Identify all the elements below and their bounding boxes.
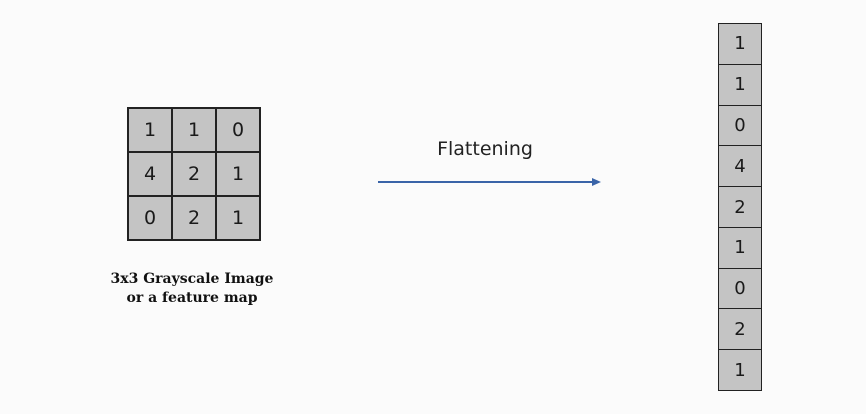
vector-cell-6: 1 — [719, 228, 761, 269]
matrix-cell-r1-c1: 1 — [128, 108, 172, 152]
matrix-caption: 3x3 Grayscale Image or a feature map — [92, 270, 292, 308]
vector-cell-4: 4 — [719, 146, 761, 188]
vector-cell-8: 2 — [719, 309, 761, 351]
matrix-cell-r1-c2: 1 — [172, 108, 216, 152]
caption-line-1: 3x3 Grayscale Image — [110, 271, 274, 287]
right-arrow-icon — [378, 178, 601, 186]
input-matrix: 1 1 0 4 2 1 0 2 1 — [127, 107, 261, 241]
flattened-vector: 1 1 0 4 2 1 0 2 1 — [718, 23, 762, 391]
matrix-cell-r3-c1: 0 — [128, 196, 172, 240]
matrix-cell-r3-c2: 2 — [172, 196, 216, 240]
vector-cell-5: 2 — [719, 187, 761, 228]
vector-cell-9: 1 — [734, 359, 746, 381]
vector-cell-2: 1 — [719, 65, 761, 106]
matrix-cell-r2-c1: 4 — [128, 152, 172, 196]
matrix-cell-r1-c3: 0 — [216, 108, 260, 152]
vector-cell-1: 1 — [719, 24, 761, 65]
matrix-cell-r2-c2: 2 — [172, 152, 216, 196]
matrix-cell-r3-c3: 1 — [216, 196, 260, 240]
matrix-cell-r2-c3: 1 — [216, 152, 260, 196]
vector-cell-3: 0 — [719, 106, 761, 147]
vector-cell-7: 0 — [719, 269, 761, 310]
flattening-label: Flattening — [437, 138, 533, 160]
caption-line-2: or a feature map — [126, 290, 258, 306]
